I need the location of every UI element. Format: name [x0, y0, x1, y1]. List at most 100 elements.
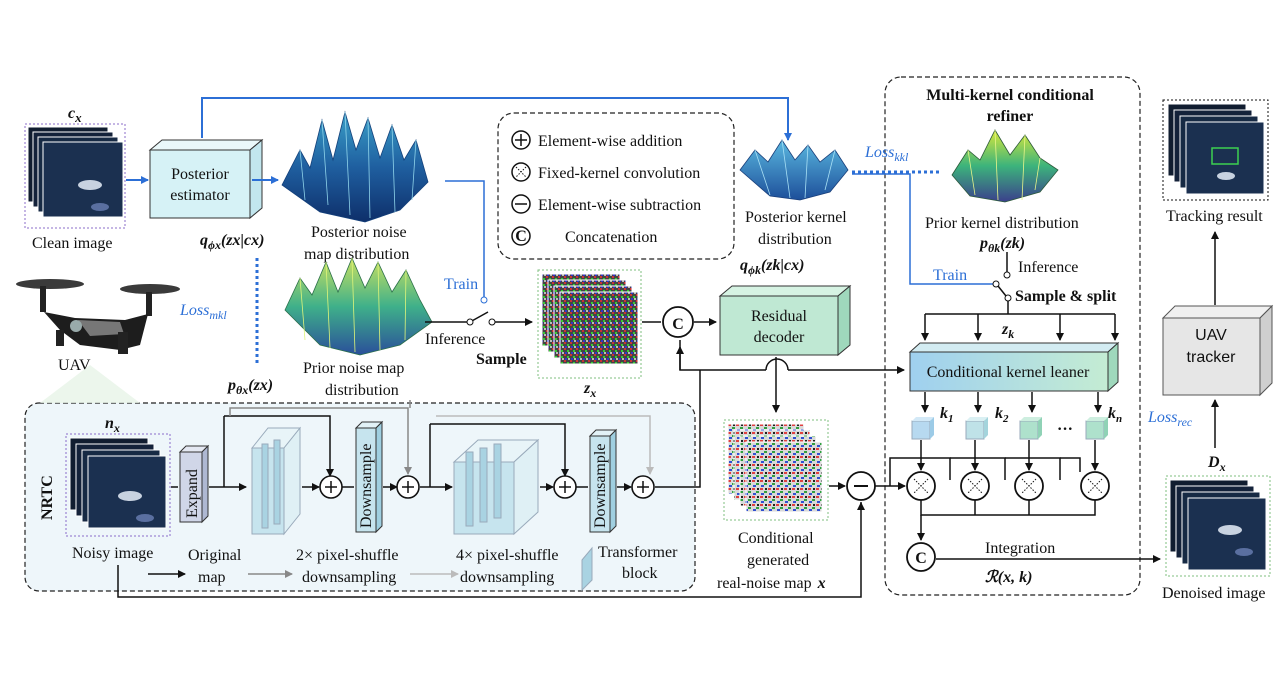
denoised-image-stack: [1169, 479, 1267, 571]
tracking-box: [1211, 147, 1239, 165]
zx-label: zx: [583, 380, 596, 400]
denoised-image-frame: [1165, 475, 1271, 577]
noisy-image-stack: [69, 437, 167, 529]
mkcr-box: [884, 76, 1141, 596]
svg-text:Downsample: Downsample: [358, 444, 375, 528]
concat-icon: [511, 226, 531, 246]
p-theta-k-formula: pθk(zk): [978, 235, 1025, 255]
kernel-cubes: [911, 392, 1108, 440]
k1-label: k1: [940, 405, 954, 425]
svg-text:Residual: Residual: [751, 308, 808, 325]
loss-rec-label: Lossrec: [1147, 409, 1193, 429]
svg-text:Conditional kernel leaner: Conditional kernel leaner: [927, 364, 1090, 381]
line-noise-to-train: [445, 180, 485, 297]
svg-text:Fixed-kernel convolution: Fixed-kernel convolution: [538, 165, 700, 182]
posterior-estimator: Posterior estimator: [148, 138, 264, 220]
zk-label: zk: [1001, 321, 1014, 341]
train-label-left: Train: [444, 276, 478, 293]
prior-kernel-label: Prior kernel distribution: [925, 215, 1079, 232]
ps2-label-2: downsampling: [302, 569, 396, 586]
concat-node-label: C: [672, 316, 684, 333]
downsample-block-2: Downsample: [588, 428, 618, 534]
train-switch-node: [480, 296, 488, 304]
cond-label-2: generated: [747, 552, 809, 569]
ps4-label-2: downsampling: [460, 569, 554, 586]
svg-text:Expand: Expand: [184, 469, 201, 518]
denoised-image-label: Denoised image: [1162, 585, 1266, 602]
cond-map-stack: [727, 423, 823, 513]
uav-tracker-box: UAV tracker: [1161, 304, 1274, 397]
prior-kernel-surface: [951, 129, 1059, 203]
loss-mkl-label: Lossmkl: [179, 302, 227, 322]
svg-text:C: C: [515, 228, 527, 245]
prior-noise-label-2: distribution: [325, 382, 399, 399]
zx-noise-stack: [541, 273, 639, 365]
transformer-block-2: [452, 438, 540, 536]
posterior-noise-surface: [281, 110, 429, 223]
p-theta-x-formula: pθx(zx): [226, 377, 273, 397]
clean-image-label: Clean image: [32, 235, 112, 252]
svg-text:Posterior: Posterior: [171, 166, 229, 183]
inference-label-right: Inference: [1018, 259, 1078, 276]
uav-light-cone: [40, 365, 140, 403]
clean-image-frame: [24, 123, 126, 229]
concat-node: [662, 306, 694, 338]
svg-text:estimator: estimator: [170, 187, 230, 204]
sample-split-label: Sample & split: [1015, 288, 1117, 305]
prior-noise-surface: [284, 256, 433, 356]
integration-concat-label: C: [915, 550, 927, 567]
mkcr-title-2: refiner: [987, 108, 1034, 125]
k2-label: k2: [995, 405, 1009, 425]
noisy-image-frame: [65, 433, 171, 537]
transformer-block-1: [250, 426, 302, 536]
noisy-image-label: Noisy image: [72, 545, 153, 562]
line-kernel-to-train: [852, 173, 994, 285]
svg-text:Element-wise subtraction: Element-wise subtraction: [538, 197, 701, 214]
transformer-label-1: Transformer: [598, 544, 678, 561]
kn-label: kn: [1108, 405, 1122, 425]
cond-map-frame: [723, 419, 829, 521]
ps4-label-1: 4× pixel-shuffle: [456, 547, 558, 564]
ps2-label-1: 2× pixel-shuffle: [296, 547, 398, 564]
line-noisy-to-sub: [117, 502, 862, 598]
prior-noise-label-1: Prior noise map: [303, 360, 404, 377]
svg-text:Element-wise addition: Element-wise addition: [538, 133, 682, 150]
posterior-noise-label-1: Posterior noise: [311, 224, 407, 241]
cond-label-1: Conditional: [738, 530, 814, 547]
cx-label: cx: [68, 105, 82, 125]
posterior-noise-label-2: map distribution: [304, 246, 409, 263]
svg-text:decoder: decoder: [754, 329, 805, 346]
sample-label-left: Sample: [476, 351, 527, 368]
svg-text:UAV: UAV: [1195, 327, 1227, 344]
svg-text:Downsample: Downsample: [592, 444, 609, 528]
arrow-top-to-kernel: [201, 97, 792, 141]
line-nrtc-out: [655, 370, 701, 488]
q-phi-k-formula: qϕk(zk|cx): [740, 257, 804, 277]
q-phi-x-formula: qϕx(zx|cx): [200, 232, 264, 252]
transformer-label-2: block: [622, 565, 658, 582]
mkcr-title-1: Multi-kernel conditional: [926, 87, 1094, 104]
train-label-right: Train: [933, 267, 967, 284]
tracking-result-stack: [1167, 103, 1265, 195]
downsample-block-1: Downsample: [354, 420, 384, 534]
residual-decoder: Residual decoder: [718, 284, 852, 357]
kernel-dots: ···: [1057, 421, 1073, 438]
tracking-result-label: Tracking result: [1166, 208, 1263, 225]
clean-image-stack: [27, 126, 124, 218]
original-label-1: Original: [188, 547, 242, 564]
legend: Element-wise addition Fixed-kernel convo…: [511, 130, 701, 246]
r-xk-formula: ℛ(x, k): [985, 569, 1032, 586]
posterior-kernel-label-2: distribution: [758, 231, 832, 248]
uav-label: UAV: [58, 357, 91, 374]
dx-label: Dx: [1207, 454, 1226, 474]
switch-blade-right: [997, 285, 1007, 297]
svg-text:tracker: tracker: [1187, 349, 1237, 366]
conditional-kernel-learner: Conditional kernel leaner: [908, 341, 1120, 393]
loss-kkl-label: Losskkl: [864, 144, 909, 164]
conv-nodes: [875, 440, 1110, 541]
inference-label-left: Inference: [425, 331, 485, 348]
posterior-kernel-label-1: Posterior kernel: [745, 209, 847, 226]
nrtc-label: NRTC: [39, 475, 56, 520]
